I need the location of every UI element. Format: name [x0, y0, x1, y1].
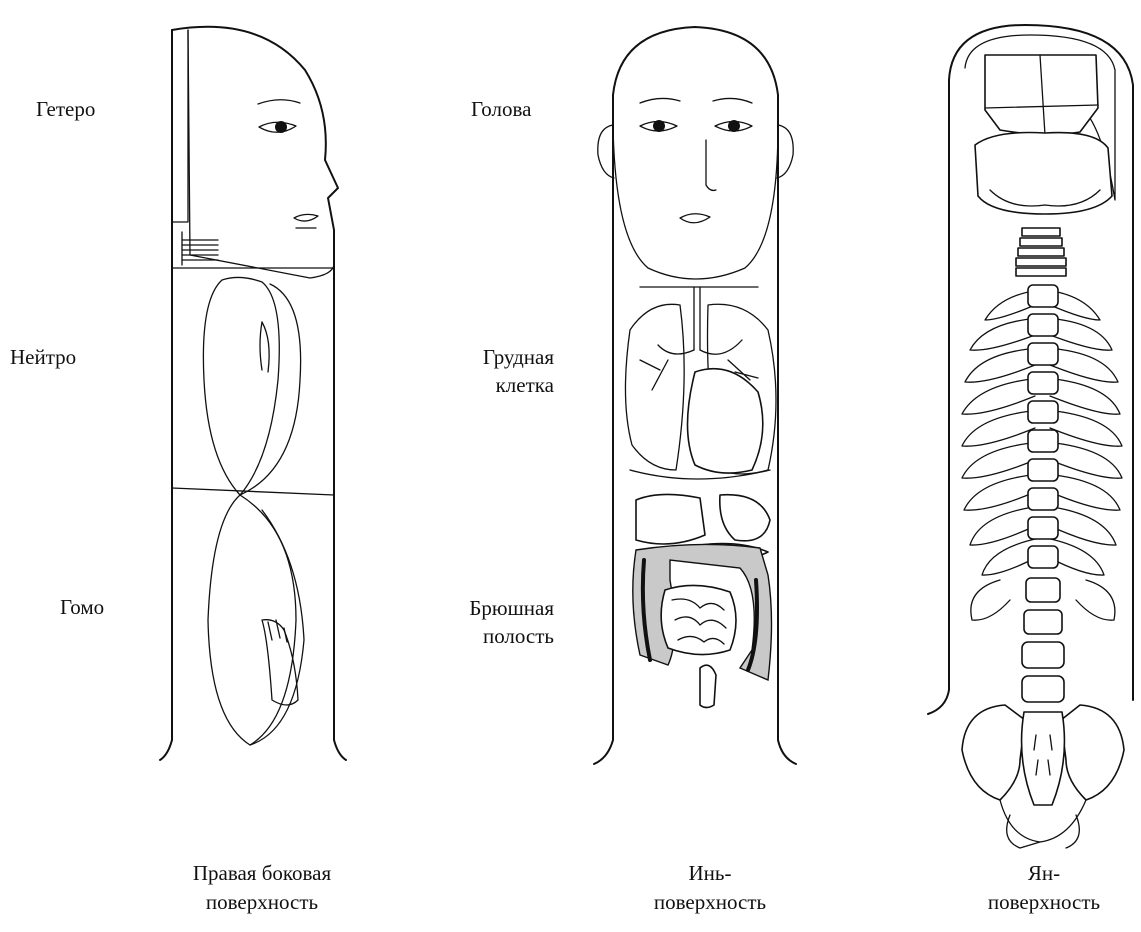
yang-spine: [1022, 285, 1064, 702]
sacrum: [1022, 712, 1065, 805]
yin-left-ear: [598, 125, 614, 178]
side-mouth: [294, 214, 318, 221]
side-upper-body: [203, 277, 279, 495]
yang-skull-base: [975, 133, 1112, 215]
yin-head: [613, 125, 778, 279]
yin-left-lung: [625, 304, 684, 470]
yang-ribcage: [962, 290, 1122, 620]
yin-heart: [688, 369, 763, 473]
yang-cervical-spine: [1016, 228, 1066, 276]
side-surface-figure: [160, 27, 346, 760]
yang-skull-top: [985, 55, 1098, 135]
yin-right-ear: [777, 125, 793, 178]
rectum: [700, 665, 716, 707]
stomach: [720, 495, 770, 541]
yin-abdomen-organs: [633, 494, 772, 707]
yin-surface-figure: [594, 27, 796, 764]
yin-nose: [706, 140, 716, 190]
finger-outline: [172, 27, 346, 760]
side-lower-body: [208, 495, 296, 745]
yin-mouth: [680, 214, 710, 223]
yang-surface-figure: [928, 25, 1133, 848]
liver: [636, 494, 705, 544]
side-neck: [182, 232, 218, 265]
nail-strip: [172, 30, 188, 222]
yin-trachea: [694, 287, 700, 350]
head-block: [188, 30, 334, 278]
yang-pelvis: [962, 705, 1124, 848]
